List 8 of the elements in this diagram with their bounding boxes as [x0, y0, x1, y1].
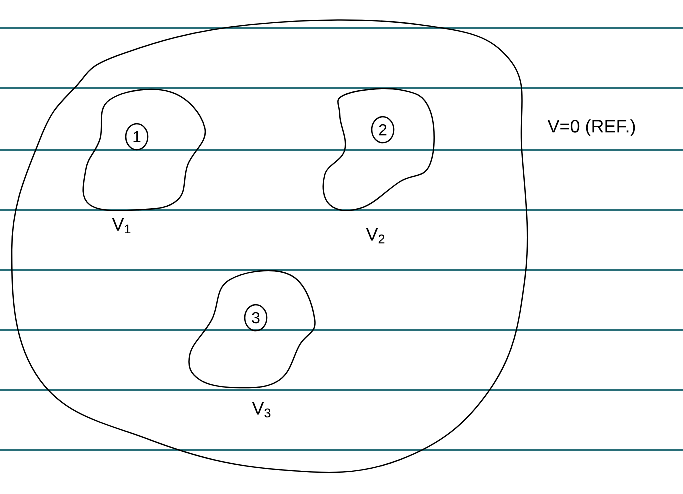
voltage-label: V$_{3}$: [252, 402, 271, 418]
voltage-label: V=0 (REF.): [548, 120, 636, 136]
conductor-outline: [82, 88, 206, 212]
voltage-label: V$_{2}$: [366, 228, 385, 244]
voltage-label: V$_{1}$: [112, 218, 131, 234]
conductor-outline: [322, 88, 436, 212]
conductor-outline: [188, 270, 316, 389]
conductor-outline: [11, 20, 528, 474]
